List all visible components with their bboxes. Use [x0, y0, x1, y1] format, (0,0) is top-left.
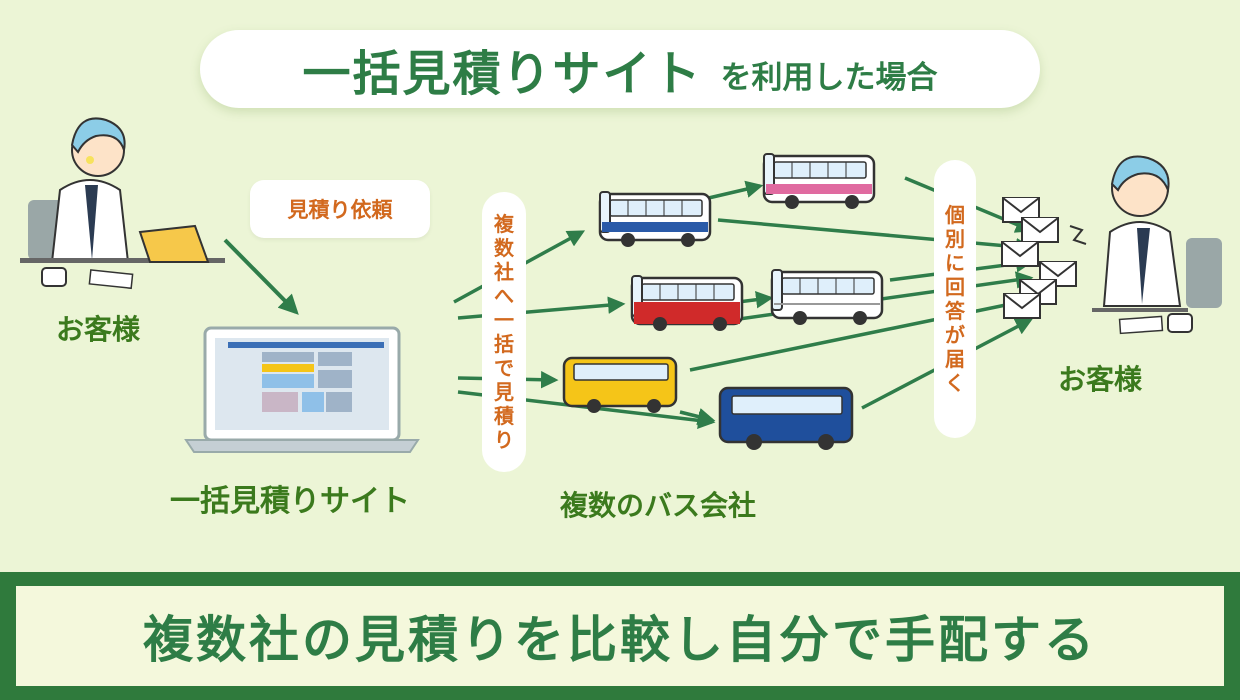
- individual-reply-note: 個別に回答が届く: [934, 160, 976, 438]
- title-banner: 一括見積りサイト を利用した場合: [200, 30, 1040, 108]
- customer-left-label: お客様: [56, 313, 141, 346]
- customer-right-illustration: [1069, 155, 1222, 335]
- arrow-request: [223, 238, 299, 315]
- mail-envelopes: [1001, 197, 1077, 319]
- diagram-illustration: [20, 117, 1222, 453]
- bus-yellow: [562, 356, 678, 413]
- bus-navy: [718, 386, 854, 450]
- bottom-message-box: 複数社の見積りを比較し自分で手配する: [16, 586, 1224, 686]
- site-laptop-illustration: [184, 326, 420, 453]
- customer-left-illustration: [20, 117, 225, 290]
- bus-blue-stripe: [598, 190, 712, 247]
- bus-pink-stripe: [762, 152, 876, 209]
- bulk-quote-note: 複数社へ一括で見積り: [482, 192, 526, 472]
- customer-right-label: お客様: [1058, 363, 1143, 396]
- bus-red: [630, 274, 744, 331]
- site-label: 一括見積りサイト: [170, 484, 410, 519]
- title-sub: を利用した場合: [720, 59, 938, 96]
- title-main: 一括見積りサイト: [302, 46, 703, 102]
- request-bubble: 見積り依頼: [250, 180, 430, 238]
- bus-white: [770, 268, 884, 325]
- bottom-message: 複数社の見積りを比較し自分で手配する: [143, 611, 1097, 669]
- bus-companies-label: 複数のバス会社: [560, 489, 757, 522]
- request-bubble-text: 見積り依頼: [287, 198, 393, 222]
